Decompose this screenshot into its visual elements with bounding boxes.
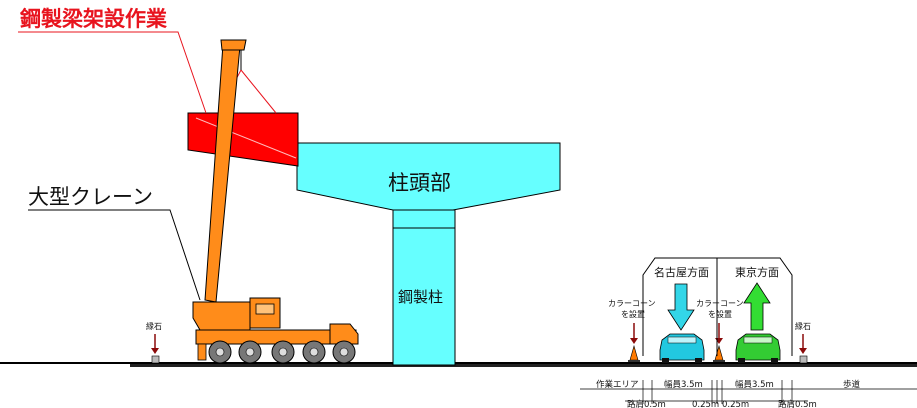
crane-turntable bbox=[192, 301, 251, 331]
nagoya-direction-arrow bbox=[667, 283, 695, 331]
crane-boom bbox=[204, 43, 241, 303]
dim-gap-left: 0.25m bbox=[692, 400, 719, 408]
dim-work-area: 作業エリア bbox=[596, 379, 639, 390]
dim-shoulder-left: 路肩0.5m bbox=[627, 399, 666, 408]
dim-sidewalk: 歩道 bbox=[843, 379, 861, 390]
pier-head bbox=[296, 142, 561, 211]
nagoya-label: 名古屋方面 bbox=[654, 265, 709, 279]
cone-left-label-line2: を設置 bbox=[621, 309, 645, 319]
cone-right-arrowhead bbox=[715, 338, 723, 344]
steel-column-label: 鋼製柱 bbox=[398, 288, 443, 306]
tokyo-direction-arrow bbox=[743, 282, 771, 331]
crane-wheel-hub bbox=[245, 347, 255, 357]
crane-label: 大型クレーン bbox=[28, 185, 153, 209]
title-leader bbox=[18, 31, 207, 114]
dim-lane-left: 幅員3.5m bbox=[664, 379, 703, 390]
cone-right-base bbox=[713, 360, 725, 362]
curb-left-arrowhead bbox=[151, 348, 159, 354]
ground-line bbox=[0, 362, 917, 364]
car-tire-right bbox=[771, 358, 778, 363]
car-tire-right bbox=[695, 358, 702, 363]
title-label: 鋼製梁架設作業 bbox=[19, 7, 168, 31]
curb-left bbox=[151, 355, 160, 364]
curb-right-label: 縁石 bbox=[795, 321, 811, 331]
crane-wheels bbox=[208, 340, 356, 364]
road-surface bbox=[130, 364, 917, 367]
dimension-lines bbox=[580, 380, 917, 404]
cone-right bbox=[714, 344, 724, 361]
girder-inner-line bbox=[195, 117, 297, 159]
sling-right bbox=[240, 69, 277, 114]
steel-column bbox=[392, 209, 456, 366]
car-tokyo bbox=[735, 333, 781, 363]
crane-outrigger-left bbox=[197, 343, 207, 361]
crane-front-cab bbox=[329, 323, 359, 345]
crane-boom-tip bbox=[220, 39, 247, 51]
crane-cab-window bbox=[255, 303, 275, 315]
dim-gap-right: 0.25m bbox=[722, 400, 749, 408]
curb-left-label: 縁石 bbox=[146, 321, 162, 331]
car-tire-left bbox=[662, 358, 669, 363]
car-tire-left bbox=[738, 358, 745, 363]
cone-right-label-line2: を設置 bbox=[708, 309, 732, 319]
pier-head-label: 柱頭部 bbox=[388, 171, 451, 195]
cone-left-arrowhead bbox=[630, 338, 638, 344]
car-nagoya bbox=[659, 333, 705, 363]
dim-shoulder-right: 路肩0.5m bbox=[778, 399, 817, 408]
crane-wheel-hub bbox=[215, 347, 225, 357]
crane-wheel-hub bbox=[309, 347, 319, 357]
cone-left bbox=[629, 344, 639, 361]
cone-left-base bbox=[628, 360, 640, 362]
crane-leader bbox=[28, 209, 201, 301]
tokyo-label: 東京方面 bbox=[735, 265, 779, 279]
car-windshield bbox=[667, 336, 697, 344]
curb-right bbox=[799, 355, 808, 364]
dim-lane-right: 幅員3.5m bbox=[735, 379, 774, 390]
cone-right-label-line1: カラーコーン bbox=[696, 299, 744, 308]
crane-wheel-hub bbox=[278, 347, 288, 357]
curb-right-arrowhead bbox=[799, 348, 807, 354]
car-windshield bbox=[743, 336, 773, 344]
cone-left-label-line1: カラーコーン bbox=[608, 299, 656, 308]
crane-wheel-hub bbox=[339, 347, 349, 357]
